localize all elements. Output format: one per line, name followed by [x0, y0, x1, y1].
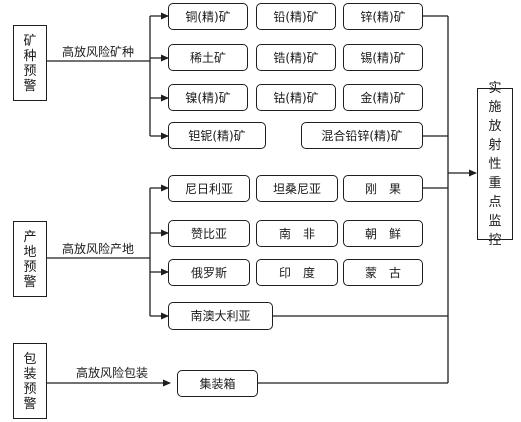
- mineral-box: 镍(精)矿: [168, 84, 248, 111]
- origin-box: 赞比亚: [168, 220, 250, 247]
- vertical-char: 预: [23, 381, 37, 397]
- mineral-box: 钽铌(精)矿: [168, 122, 266, 149]
- origin-box: 坦桑尼亚: [256, 175, 338, 202]
- vertical-char: 警: [23, 78, 37, 94]
- mineral-box: 稀土矿: [168, 44, 248, 71]
- vertical-char: 地: [23, 244, 37, 260]
- mineral-box: 锡(精)矿: [343, 44, 423, 71]
- vertical-char: 装: [23, 366, 37, 382]
- vertical-char: 施: [488, 100, 502, 115]
- target-box: 实施放射性重点监控: [477, 81, 513, 248]
- vertical-char: 射: [488, 138, 502, 153]
- mineral-branch-label: 高放风险矿种: [62, 45, 135, 59]
- packaging-warning-box: 包装预警: [13, 343, 47, 419]
- vertical-char: 监: [488, 214, 502, 229]
- origin-box: 南 非: [256, 220, 338, 247]
- packaging-box: 集装箱: [177, 370, 258, 397]
- origin-box: 印 度: [256, 259, 338, 286]
- origin-box: 尼日利亚: [168, 175, 250, 202]
- vertical-char: 矿: [23, 33, 37, 49]
- target-label: 实施放射性重点监控: [488, 79, 501, 250]
- vertical-char: 放: [488, 119, 502, 134]
- mineral-box: 钴(精)矿: [256, 84, 336, 111]
- mineral-box: 金(精)矿: [343, 84, 423, 111]
- vertical-char: 性: [488, 157, 502, 172]
- vertical-char: 警: [23, 396, 37, 412]
- mineral-box: 锌(精)矿: [343, 3, 423, 30]
- mineral-box: 铅(精)矿: [256, 3, 336, 30]
- origin-box: 俄罗斯: [168, 259, 250, 286]
- origin-warning-box: 产地预警: [13, 221, 47, 297]
- origin-box: 蒙 古: [343, 259, 423, 286]
- mineral-box: 锆(精)矿: [256, 44, 336, 71]
- origin-warning-label: 产地预警: [23, 230, 36, 290]
- vertical-char: 重: [488, 176, 502, 191]
- vertical-char: 实: [488, 81, 502, 96]
- vertical-char: 警: [23, 274, 37, 290]
- vertical-char: 种: [23, 48, 37, 64]
- packaging-warning-label: 包装预警: [23, 352, 36, 412]
- origin-box: 南澳大利亚: [168, 302, 273, 330]
- mineral-warning-box: 矿种预警: [13, 25, 47, 101]
- mineral-box: 混合铅锌(精)矿: [301, 122, 423, 149]
- vertical-char: 预: [23, 63, 37, 79]
- origin-box: 刚 果: [343, 175, 423, 202]
- mineral-box: 铜(精)矿: [168, 3, 248, 30]
- origin-box: 朝 鲜: [343, 220, 423, 247]
- vertical-char: 包: [23, 351, 37, 367]
- origin-branch-label: 高放风险产地: [62, 242, 135, 256]
- vertical-char: 控: [488, 233, 502, 248]
- vertical-char: 产: [23, 229, 37, 245]
- vertical-char: 预: [23, 259, 37, 275]
- vertical-char: 点: [488, 195, 502, 210]
- mineral-warning-label: 矿种预警: [23, 34, 36, 94]
- packaging-branch-label: 高放风险包装: [76, 366, 149, 380]
